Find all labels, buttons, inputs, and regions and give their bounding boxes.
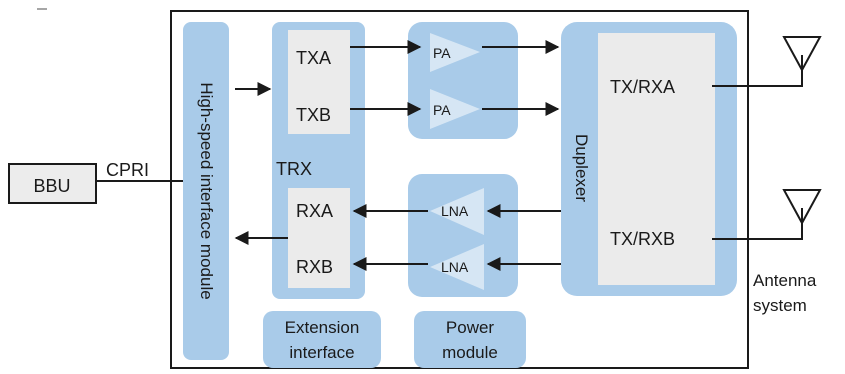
power-module-line2: module <box>442 343 498 362</box>
pa-module <box>408 22 518 139</box>
txa-label: TXA <box>296 48 331 68</box>
pa-bottom-amplifier-icon <box>430 89 480 129</box>
bbu-label: BBU <box>33 176 70 196</box>
extension-interface-line2: interface <box>289 343 354 362</box>
high-speed-interface-label: High-speed interface module <box>197 82 216 299</box>
extension-interface-box <box>263 311 381 368</box>
txb-label: TXB <box>296 105 331 125</box>
trx-label: TRX <box>276 159 312 179</box>
antenna-system-line1: Antenna <box>753 271 817 290</box>
lna-bottom-label: LNA <box>441 259 469 275</box>
power-module-box <box>414 311 526 368</box>
lna-bottom-amplifier-icon <box>430 244 484 290</box>
trx-tx-block <box>288 30 350 134</box>
rxa-label: RXA <box>296 201 333 221</box>
cpri-label: CPRI <box>106 160 149 180</box>
antenna-a-icon <box>782 36 822 73</box>
high-speed-interface-module <box>183 22 229 360</box>
tx-rxa-label: TX/RXA <box>610 77 675 97</box>
extension-interface-line1: Extension <box>285 318 360 337</box>
duplexer-label: Duplexer <box>572 134 591 202</box>
bbu-box <box>8 163 97 204</box>
duplexer-inner-block <box>598 33 715 285</box>
antenna-system-line2: system <box>753 296 807 315</box>
pa-bottom-label: PA <box>433 102 451 118</box>
lna-top-label: LNA <box>441 203 469 219</box>
pa-top-amplifier-icon <box>430 33 480 72</box>
tx-rxb-label: TX/RXB <box>610 229 675 249</box>
power-module-line1: Power <box>446 318 495 337</box>
lna-top-amplifier-icon <box>430 188 484 235</box>
pa-top-label: PA <box>433 45 451 61</box>
antenna-b-icon <box>782 189 822 226</box>
rxb-label: RXB <box>296 257 333 277</box>
trx-rx-block <box>288 188 350 288</box>
